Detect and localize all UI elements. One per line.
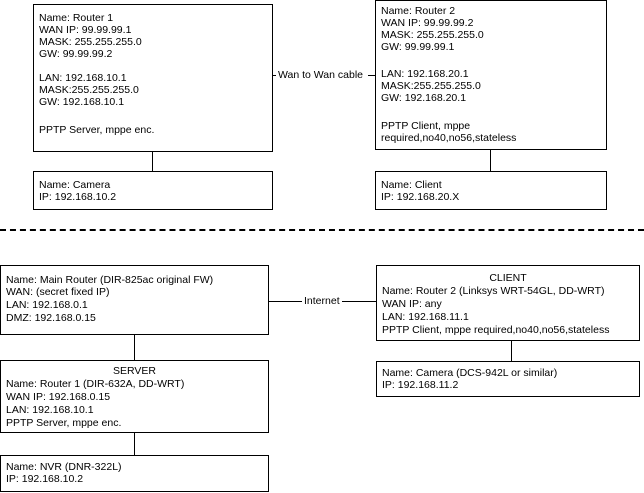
- bottom-camera-line: Name: Camera (DCS-942L or similar): [382, 367, 558, 379]
- client-title: CLIENT: [489, 272, 527, 284]
- bottom-camera-line: IP: 192.168.11.2: [382, 379, 459, 391]
- nvr-line: Name: NVR (DNR-322L): [6, 461, 122, 473]
- router2-box: Name: Router 2 WAN IP: 99.99.99.2 MASK: …: [375, 0, 607, 150]
- internet-label: Internet: [302, 295, 342, 307]
- server-line: LAN: 192.168.10.1: [6, 404, 94, 416]
- router1-line: LAN: 192.168.10.1: [39, 72, 127, 84]
- server-line: WAN IP: 192.168.0.15: [6, 391, 111, 403]
- router2-line: GW: 192.168.20.1: [381, 92, 467, 104]
- client-router-line: LAN: 192.168.11.1: [382, 311, 469, 323]
- nvr-line: IP: 192.168.10.2: [6, 473, 84, 485]
- client-router-line: PPTP Client, mppe required,no40,no56,sta…: [382, 324, 610, 336]
- server-title: SERVER: [113, 365, 156, 377]
- main-router-line: LAN: 192.168.0.1: [6, 299, 88, 311]
- server-nvr-link: [134, 433, 135, 455]
- router1-line: MASK:255.255.255.0: [39, 84, 139, 96]
- router2-client-link: [490, 150, 491, 171]
- router2-line: LAN: 192.168.20.1: [381, 68, 469, 80]
- router1-line: WAN IP: 99.99.99.1: [39, 24, 132, 36]
- client-router-line: Name: Router 2 (Linksys WRT-54GL, DD-WRT…: [382, 285, 605, 297]
- section-divider: [0, 229, 644, 231]
- wan-connector-right: [368, 75, 375, 76]
- camera-line: IP: 192.168.10.2: [39, 191, 117, 203]
- client-line: Name: Client: [381, 179, 442, 191]
- main-router-box: Name: Main Router (DIR-825ac original FW…: [0, 265, 269, 335]
- router1-line: Name: Router 1: [39, 12, 114, 24]
- client-line: IP: 192.168.20.X: [381, 191, 460, 203]
- router1-box: Name: Router 1 WAN IP: 99.99.99.1 MASK: …: [33, 4, 273, 152]
- router2-line: PPTP Client, mppe: [381, 120, 471, 132]
- router2-line: GW: 99.99.99.1: [381, 41, 455, 53]
- client-box: Name: Client IP: 192.168.20.X: [375, 171, 607, 210]
- bottom-camera-box: Name: Camera (DCS-942L or similar) IP: 1…: [376, 361, 640, 397]
- internet-connector-right: [341, 301, 376, 302]
- router2-line: MASK:255.255.255.0: [381, 80, 481, 92]
- camera-box: Name: Camera IP: 192.168.10.2: [33, 171, 273, 210]
- nvr-box: Name: NVR (DNR-322L) IP: 192.168.10.2: [0, 455, 269, 492]
- router1-camera-link: [152, 152, 153, 171]
- server-box: SERVER Name: Router 1 (DIR-632A, DD-WRT)…: [0, 360, 269, 433]
- main-router-line: WAN: (secret fixed IP): [6, 286, 110, 298]
- router2-line: WAN IP: 99.99.99.2: [381, 17, 474, 29]
- server-line: PPTP Server, mppe enc.: [6, 417, 122, 429]
- router2-line: Name: Router 2: [381, 5, 456, 17]
- main-router-server-link: [134, 335, 135, 360]
- camera-line: Name: Camera: [39, 179, 111, 191]
- router1-line: GW: 192.168.10.1: [39, 96, 125, 108]
- wan-cable-label: Wan to Wan cable: [276, 69, 366, 81]
- internet-connector-left: [269, 301, 302, 302]
- client-camera-link: [511, 341, 512, 361]
- main-router-line: Name: Main Router (DIR-825ac original FW…: [6, 274, 214, 286]
- server-line: Name: Router 1 (DIR-632A, DD-WRT): [6, 378, 185, 390]
- router1-line: MASK: 255.255.255.0: [39, 36, 142, 48]
- client-router-line: WAN IP: any: [382, 298, 442, 310]
- router2-line: MASK: 255.255.255.0: [381, 29, 484, 41]
- client-router-box: CLIENT Name: Router 2 (Linksys WRT-54GL,…: [376, 265, 640, 341]
- router2-line: required,no40,no56,stateless: [381, 132, 517, 144]
- router1-line: GW: 99.99.99.2: [39, 48, 113, 60]
- main-router-line: DMZ: 192.168.0.15: [6, 312, 96, 324]
- router1-line: PPTP Server, mppe enc.: [39, 124, 155, 136]
